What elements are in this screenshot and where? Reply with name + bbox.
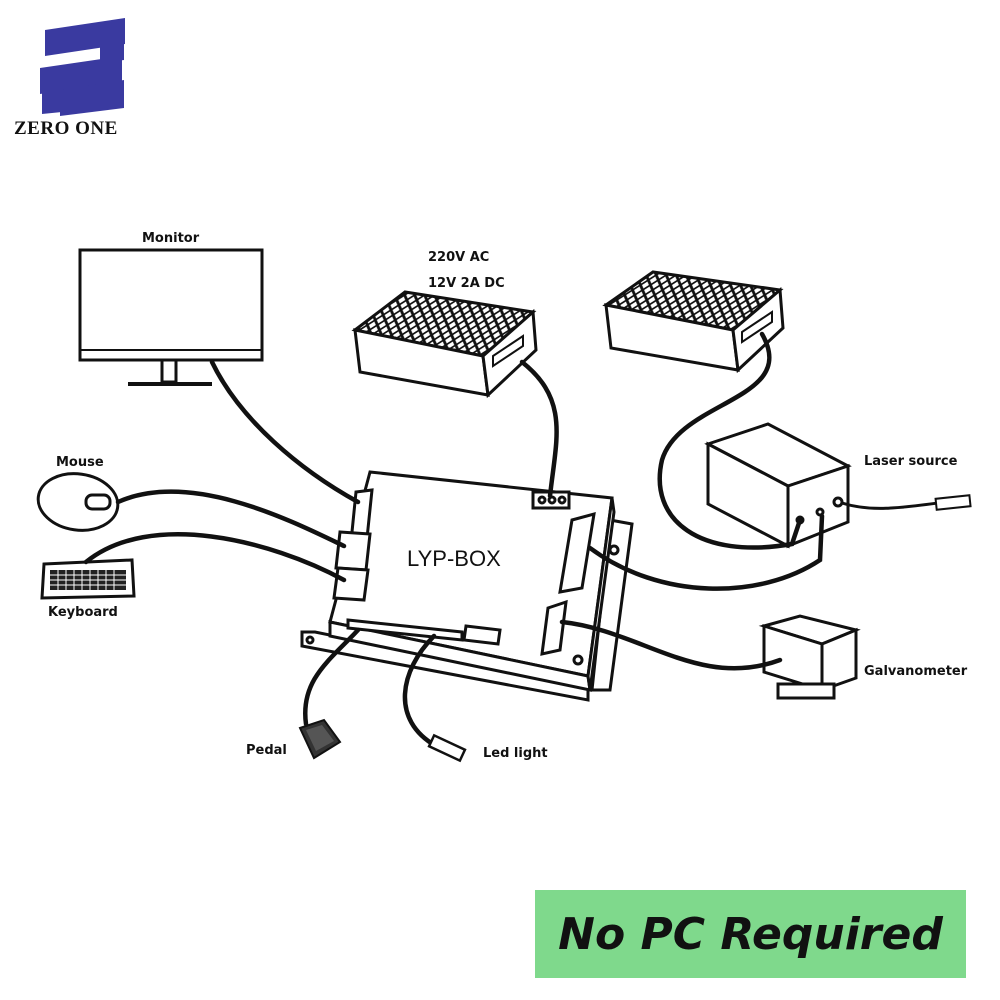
power-cable [519, 359, 559, 499]
laser-power-supply-icon [602, 270, 785, 374]
mouse-cable [115, 489, 347, 549]
led-light-icon [427, 733, 467, 763]
monitor-label: Monitor [142, 231, 200, 246]
monitor-icon [78, 248, 264, 386]
pedal-cable [302, 627, 361, 727]
led-light-label: Led light [483, 746, 548, 761]
galvanometer-cable [559, 619, 783, 671]
no-pc-banner: No PC Required [535, 890, 966, 978]
power-output-label: 12V 2A DC [428, 276, 505, 291]
keyboard-cable [83, 532, 347, 583]
keyboard-icon [40, 558, 136, 600]
laser-output-cable [841, 494, 972, 511]
galvanometer-icon [758, 614, 861, 700]
power-input-label: 220V AC [428, 250, 490, 265]
keyboard-label: Keyboard [48, 605, 118, 620]
laser-source-icon [704, 422, 852, 549]
mouse-icon [36, 472, 120, 532]
banner-text: No PC Required [558, 908, 943, 960]
controller-label: LYP-BOX [407, 546, 501, 571]
laser-power-cable [657, 331, 803, 550]
controller-box-icon [300, 470, 634, 702]
laser-source-label: Laser source [864, 454, 958, 469]
galvanometer-label: Galvanometer [864, 664, 968, 679]
led-cable [402, 633, 439, 749]
power-supply-icon [351, 290, 538, 399]
brand-name: ZERO ONE [14, 118, 118, 139]
mouse-label: Mouse [56, 455, 104, 470]
pedal-icon [298, 718, 342, 760]
monitor-cable [209, 359, 361, 505]
laser-control-cable [587, 513, 825, 591]
pedal-label: Pedal [246, 743, 287, 758]
brand-logo [40, 18, 125, 116]
